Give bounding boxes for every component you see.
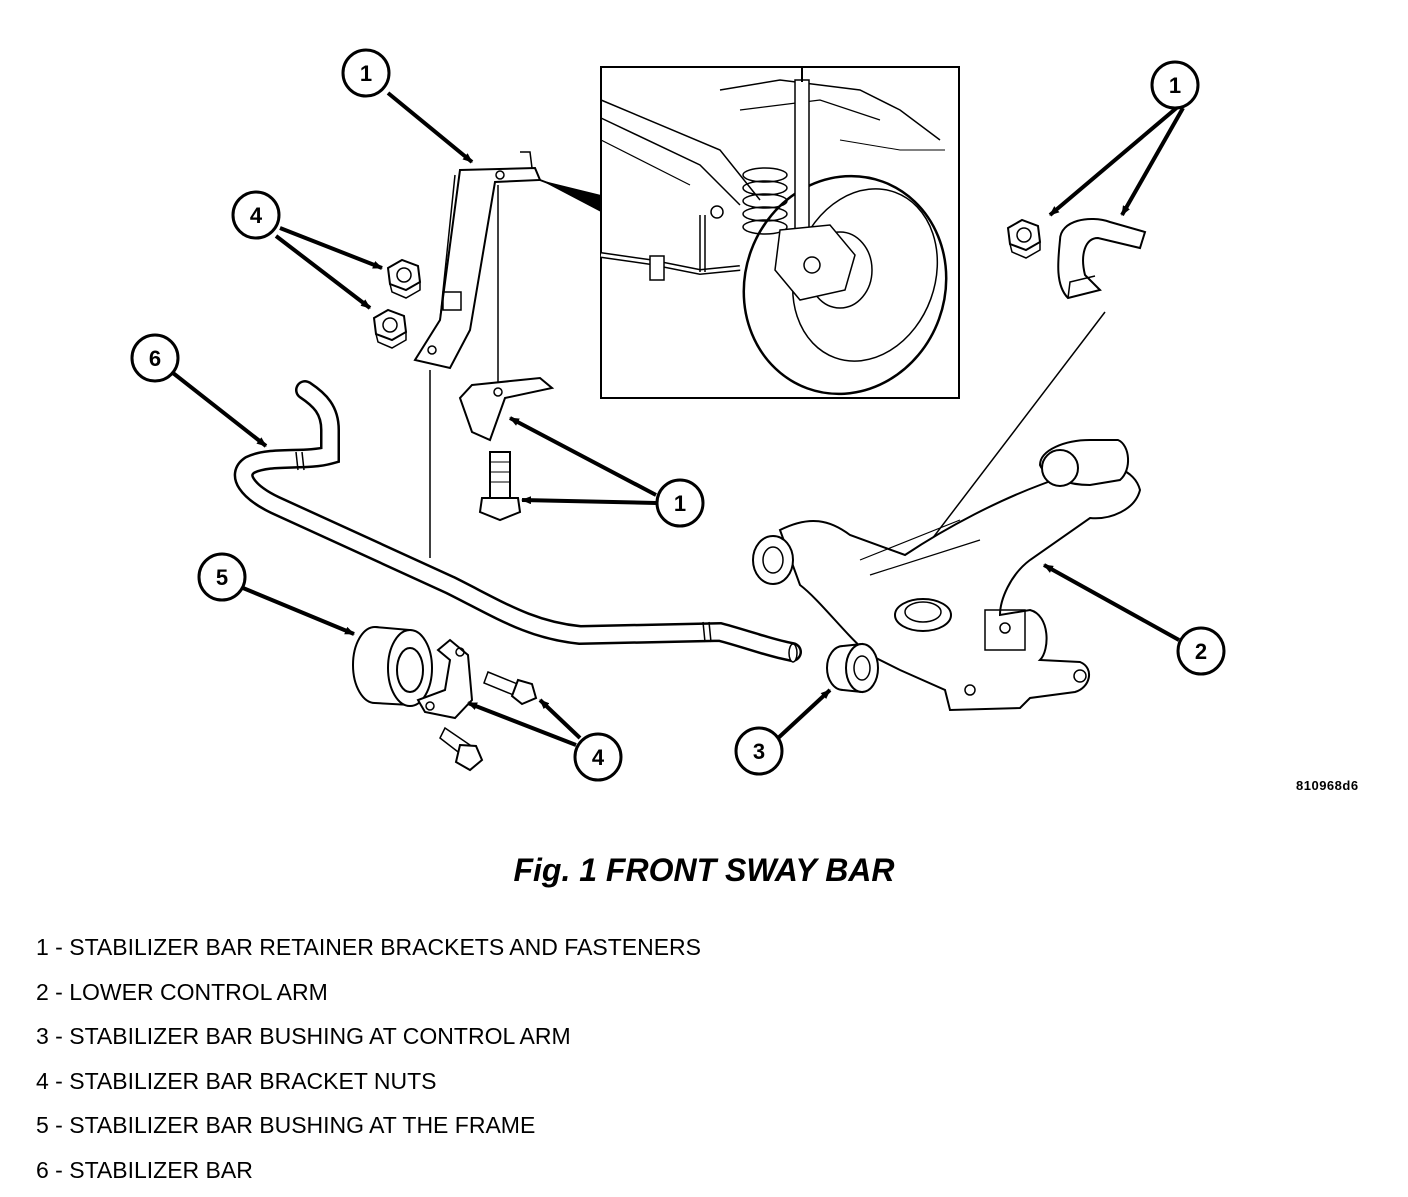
callout-label: 1 — [674, 491, 686, 516]
callout-1-top: 1 — [343, 50, 389, 96]
legend-item: 5 - STABILIZER BAR BUSHING AT THE FRAME — [36, 1108, 701, 1153]
lower-bracket-nut — [374, 310, 406, 348]
legend-item: 1 - STABILIZER BAR RETAINER BRACKETS AND… — [36, 930, 701, 975]
inset-pointer — [540, 180, 601, 212]
frame-clamp-bolt — [440, 728, 482, 770]
callout-label: 3 — [753, 739, 765, 764]
callout-4-top: 4 — [233, 192, 279, 238]
upper-retainer-bracket — [415, 152, 540, 368]
callout-label: 2 — [1195, 639, 1207, 664]
right-retainer-nut — [1008, 220, 1040, 258]
callout-2: 2 — [1178, 628, 1224, 674]
figure-caption: Fig. 1 FRONT SWAY BAR — [0, 852, 1408, 889]
right-bushing-clamp — [1058, 219, 1145, 298]
bracket-bolt — [480, 452, 520, 520]
legend-item: 3 - STABILIZER BAR BUSHING AT CONTROL AR… — [36, 1019, 701, 1064]
callout-label: 1 — [1169, 73, 1181, 98]
callout-6: 6 — [132, 335, 178, 381]
callout-1-middle: 1 — [657, 480, 703, 526]
legend-item: 4 - STABILIZER BAR BRACKET NUTS — [36, 1064, 701, 1109]
callout-label: 1 — [360, 61, 372, 86]
legend-item: 2 - LOWER CONTROL ARM — [36, 975, 701, 1020]
frame-bushing — [353, 627, 432, 706]
legend-item: 6 - STABILIZER BAR — [36, 1153, 701, 1197]
drawing-code: 810968d6 — [1296, 778, 1359, 793]
callout-label: 6 — [149, 346, 161, 371]
callout-label: 4 — [592, 745, 605, 770]
parts-legend: 1 - STABILIZER BAR RETAINER BRACKETS AND… — [36, 930, 701, 1197]
sway-bar-diagram: 1 1 4 6 1 5 2 3 4 — [0, 0, 1408, 820]
callout-4-bottom: 4 — [575, 734, 621, 780]
callout-1-right: 1 — [1152, 62, 1198, 108]
inset-vehicle-view — [601, 67, 977, 423]
control-arm-bushing — [827, 644, 878, 692]
callout-3: 3 — [736, 728, 782, 774]
callout-label: 5 — [216, 565, 228, 590]
frame-clamp-bolt — [484, 672, 536, 704]
callout-5: 5 — [199, 554, 245, 600]
callout-label: 4 — [250, 203, 263, 228]
upper-bracket-nut — [388, 260, 420, 298]
lower-control-arm — [753, 440, 1140, 710]
